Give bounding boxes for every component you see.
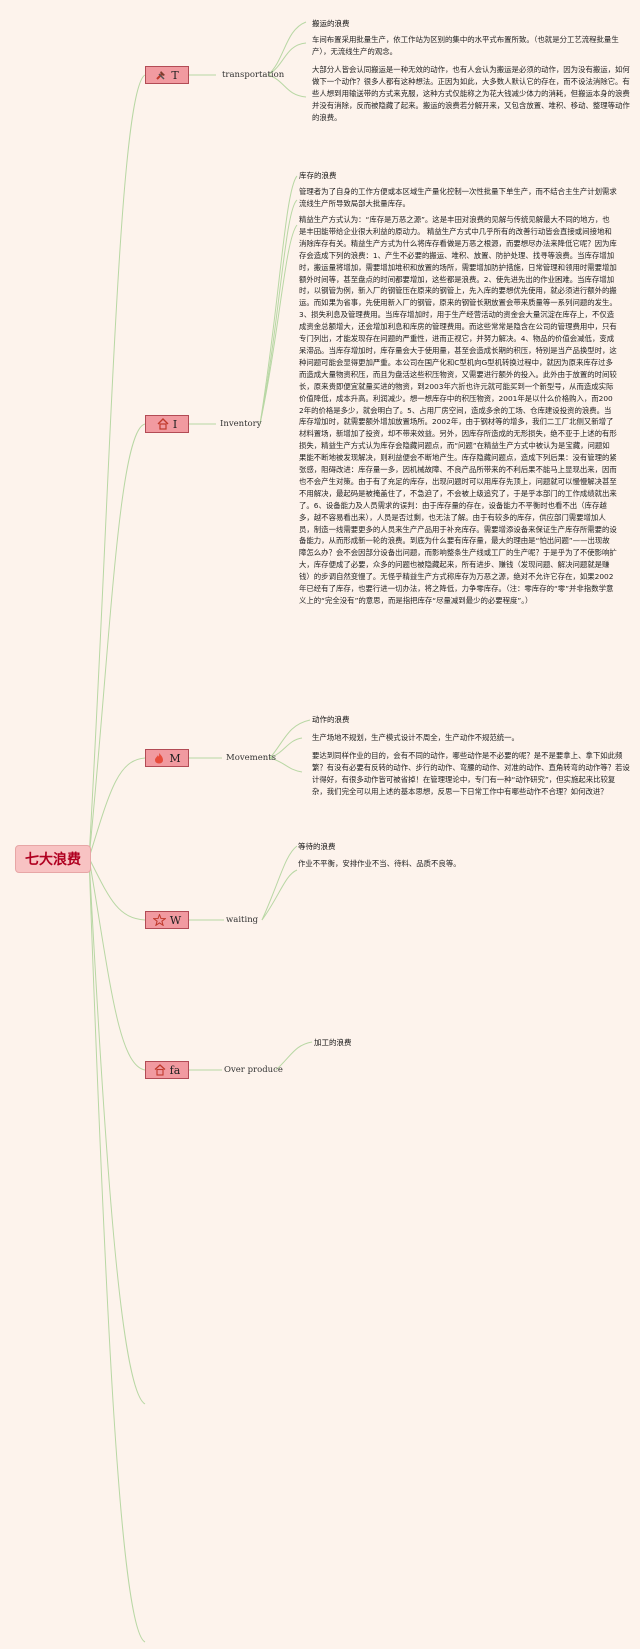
node-title-fa: 加工的浪费 (314, 1038, 352, 1047)
branch-label-i: Inventory (220, 419, 262, 429)
root-node[interactable]: 七大浪费 (15, 845, 91, 873)
branch-label-m: Movements (226, 753, 276, 763)
root-to-I (88, 423, 146, 859)
root-to-empty-2 (88, 857, 146, 1643)
paragraph-t-1: 车间布置采用批量生产，依工作站为区别的集中的水平式布置所致。（也就是分工艺流程批… (312, 35, 619, 56)
branch-key: T (171, 68, 179, 82)
node-title-m: 动作的浪费 (312, 715, 350, 724)
branch-label-fa: Over produce (224, 1065, 283, 1075)
branch-node-t[interactable]: T (145, 66, 189, 84)
branch-key: fa (169, 1063, 181, 1077)
paragraph-i-2: 精益生产方式认为：“库存是万恶之源”。这是丰田对浪费的见解与传统见解最大不同的地… (299, 215, 617, 605)
root-title: 七大浪费 (25, 852, 81, 868)
flag-icon (154, 1064, 166, 1076)
branch-key: W (169, 913, 182, 927)
branch-node-m[interactable]: M (145, 749, 189, 767)
fire-icon (153, 752, 165, 764)
paragraph-i-1: 管理者为了自身的工作方便或本区域生产量化控制一次性批量下单生产，而不结合主生产计… (299, 187, 617, 208)
branch-key: M (169, 751, 181, 765)
branch-key: I (172, 417, 178, 431)
root-to-fa (88, 857, 146, 1071)
branch-node-i[interactable]: I (145, 415, 189, 433)
node-title-w: 等待的浪费 (298, 842, 336, 851)
root-to-W (88, 857, 146, 921)
tools-icon (155, 69, 167, 81)
branch-node-w[interactable]: W (145, 911, 189, 929)
paragraph-w-1: 作业不平衡，安排作业不当、待料、品质不良等。 (298, 859, 461, 868)
root-to-empty-1 (88, 857, 146, 1405)
node-title-i: 库存的浪费 (299, 171, 337, 180)
root-to-M (88, 757, 146, 859)
house-icon (157, 418, 169, 430)
branch-label-t: transportation (222, 70, 285, 80)
paragraph-m-2: 要达到同样作业的目的，会有不同的动作，哪些动作是不必要的呢？是不是要拿上、拿下如… (312, 751, 630, 796)
paragraph-t-2: 大部分人皆会认同搬运是一种无效的动作，也有人会认为搬运是必须的动作，因为没有搬运… (312, 65, 630, 122)
branch-node-fa[interactable]: fa (145, 1061, 189, 1079)
paragraph-m-1: 生产场地不规划，生产模式设计不周全，生产动作不规范统一。 (312, 733, 519, 742)
root-to-T (88, 74, 146, 859)
branch-label-w: waiting (226, 915, 259, 925)
node-title-t: 搬运的浪费 (312, 19, 350, 28)
star-icon (152, 914, 166, 926)
